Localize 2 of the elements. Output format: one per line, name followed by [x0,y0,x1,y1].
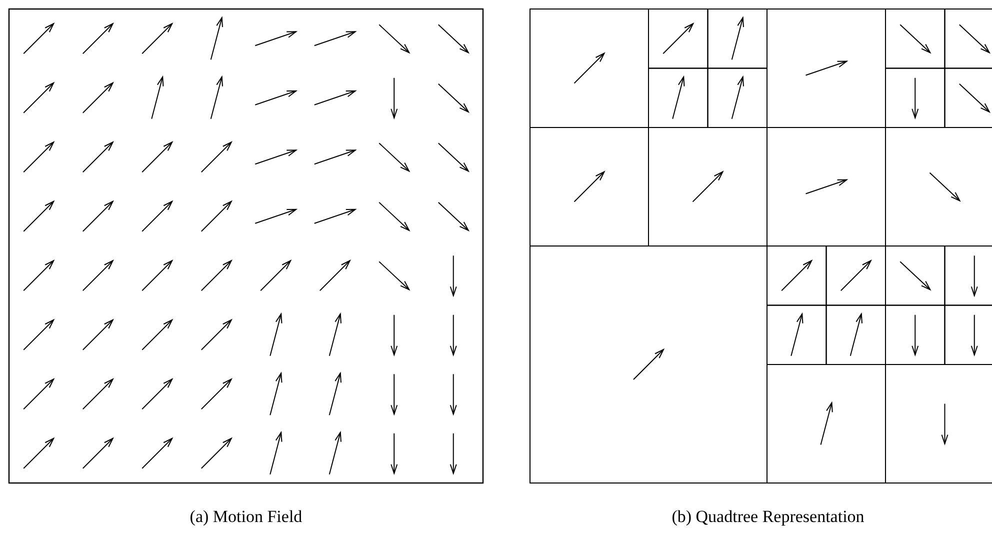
figure-caption: (a) Motion Field [190,507,302,526]
figure-caption: (b) Quadtree Representation [672,507,864,526]
